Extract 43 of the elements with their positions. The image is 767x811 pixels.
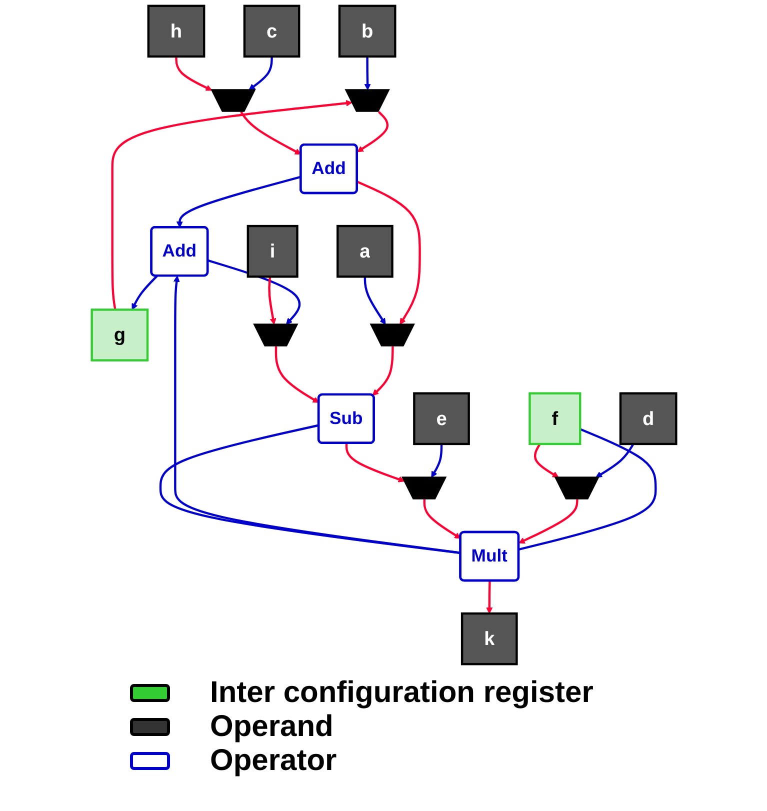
node-box: k — [460, 612, 518, 666]
arrow — [344, 443, 404, 482]
node-box: d — [618, 392, 677, 446]
arrow — [486, 580, 492, 614]
connector — [158, 424, 460, 554]
node-box: g — [90, 308, 148, 362]
legend-label: Inter configuration register — [210, 676, 594, 710]
arrow — [518, 499, 578, 544]
node-box: h — [146, 4, 205, 58]
connector — [518, 428, 656, 551]
arrow — [248, 56, 272, 90]
node-trapezoid — [369, 324, 414, 346]
arrow — [172, 276, 460, 554]
node-box: e — [412, 392, 470, 446]
arrow — [207, 259, 300, 325]
arrow — [595, 443, 634, 478]
arrow — [356, 180, 420, 325]
arrow — [110, 100, 352, 310]
arrow — [174, 56, 212, 91]
arrow — [364, 56, 370, 90]
arrow — [240, 111, 301, 155]
node-box: b — [338, 4, 396, 58]
arrow — [356, 111, 388, 152]
arrow — [422, 499, 460, 539]
legend-label: Operator — [210, 744, 337, 778]
arrow — [274, 346, 319, 403]
legend-label: Operand — [210, 710, 334, 744]
node-box: i — [246, 224, 298, 278]
arrow — [533, 443, 558, 478]
node-trapezoid — [252, 324, 298, 346]
arrow — [268, 276, 276, 325]
arrow — [176, 176, 301, 228]
node-trapezoid — [554, 476, 599, 500]
arrow — [131, 275, 158, 310]
node-trapezoid — [210, 89, 256, 112]
node-trapezoid — [344, 89, 390, 112]
node-trapezoid — [400, 476, 446, 500]
node-box: f — [528, 392, 581, 446]
node-box: a — [336, 224, 393, 278]
node-box: c — [242, 4, 300, 58]
arrow — [372, 346, 394, 396]
arrow — [363, 276, 386, 325]
arrow — [430, 444, 442, 478]
